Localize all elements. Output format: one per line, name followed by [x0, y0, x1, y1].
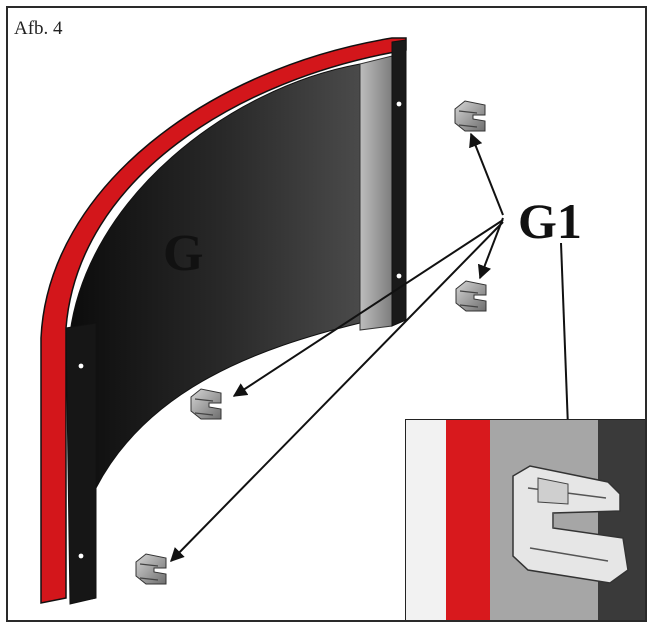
- diagram: G G1: [40, 37, 645, 620]
- part-label-g: G: [163, 225, 203, 282]
- clip-icon: [135, 553, 167, 585]
- figure-label: Afb. 4: [14, 18, 63, 39]
- figure-frame: Afb. 4: [6, 6, 647, 622]
- part-label-g1: G1: [518, 193, 582, 249]
- panel-g: [40, 37, 407, 605]
- clip-icon: [455, 280, 487, 312]
- clip-icon: [454, 100, 486, 132]
- clip-icon: [190, 388, 222, 420]
- inset-detail: [405, 419, 645, 620]
